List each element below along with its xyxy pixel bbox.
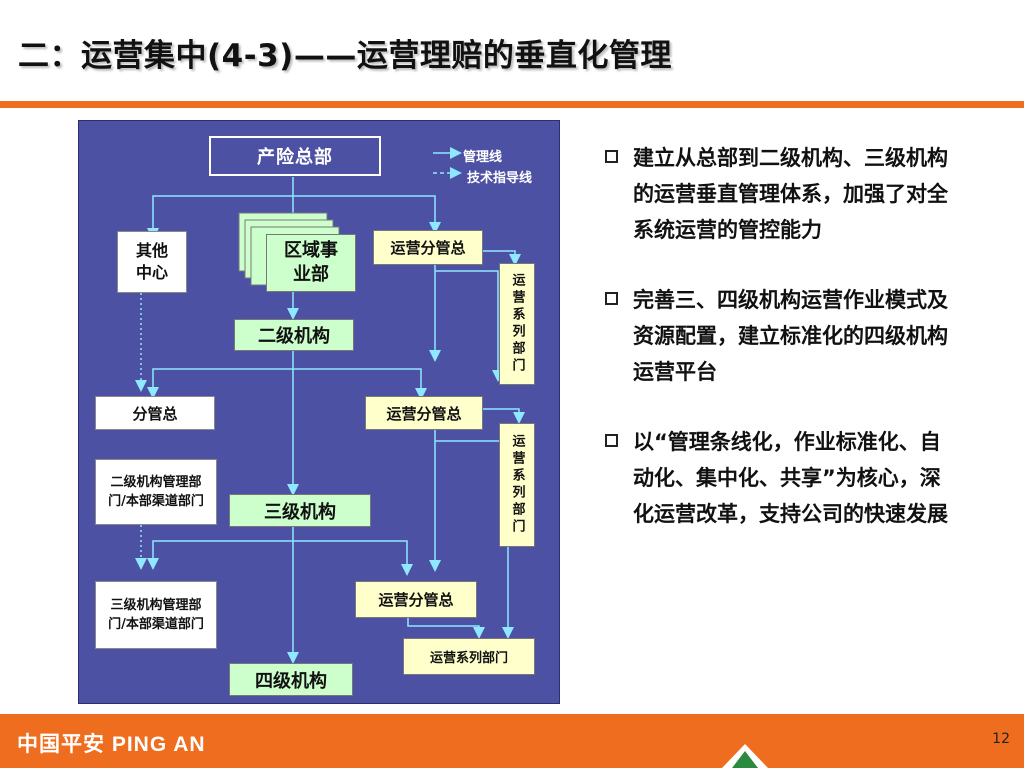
bullet-item: 以“管理条线化，作业标准化、自动化、集中化、共享”为核心，深化运营改革，支持公司…	[605, 424, 985, 532]
ops-dept-1-box: 运营系列部门	[499, 263, 535, 385]
level3-dept-box: 三级机构管理部门/本部渠道部门	[95, 581, 217, 649]
page-number: 12	[992, 731, 1010, 747]
level3-box: 三级机构	[229, 494, 371, 527]
title-divider	[0, 101, 1024, 108]
sub-head-box: 分管总	[95, 396, 215, 430]
ops-dept-2-box: 运营系列部门	[499, 423, 535, 547]
ops-head-2-box: 运营分管总	[365, 396, 483, 430]
square-bullet-icon	[605, 292, 618, 305]
company-logo: 中国平安 PING AN	[17, 733, 206, 756]
page-title: 二：运营集中(4-3)——运营理赔的垂直化管理	[18, 38, 672, 74]
hq-box: 产险总部	[209, 136, 381, 176]
square-bullet-icon	[605, 150, 618, 163]
level2-box: 二级机构	[234, 319, 354, 351]
bullet-list: 建立从总部到二级机构、三级机构的运营垂直管理体系，加强了对全系统运营的管控能力 …	[605, 140, 985, 566]
bullet-text: 完善三、四级机构运营作业模式及资源配置，建立标准化的四级机构运营平台	[633, 288, 948, 384]
ops-dept-3-box: 运营系列部门	[403, 638, 535, 675]
bullet-text: 建立从总部到二级机构、三级机构的运营垂直管理体系，加强了对全系统运营的管控能力	[633, 146, 948, 242]
footer-bar: 中国平安 PING AN 12	[0, 714, 1024, 768]
bullet-item: 完善三、四级机构运营作业模式及资源配置，建立标准化的四级机构运营平台	[605, 282, 985, 390]
ops-head-3-box: 运营分管总	[355, 581, 477, 618]
emblem-icon	[722, 744, 768, 768]
legend-dashed: 技术指导线	[467, 171, 533, 186]
org-diagram: 产险总部 管理线 技术指导线 其他 中心 区域事 业部 运营分管总 运营系列部门…	[78, 120, 560, 704]
level4-box: 四级机构	[229, 663, 353, 696]
ops-head-1-box: 运营分管总	[373, 230, 483, 265]
bullet-text: 以“管理条线化，作业标准化、自动化、集中化、共享”为核心，深化运营改革，支持公司…	[633, 430, 948, 526]
region-box: 区域事 业部	[266, 234, 356, 292]
legend-solid: 管理线	[463, 150, 503, 165]
other-center-box: 其他 中心	[117, 231, 187, 293]
square-bullet-icon	[605, 434, 618, 447]
bullet-item: 建立从总部到二级机构、三级机构的运营垂直管理体系，加强了对全系统运营的管控能力	[605, 140, 985, 248]
level2-dept-box: 二级机构管理部门/本部渠道部门	[95, 459, 217, 525]
